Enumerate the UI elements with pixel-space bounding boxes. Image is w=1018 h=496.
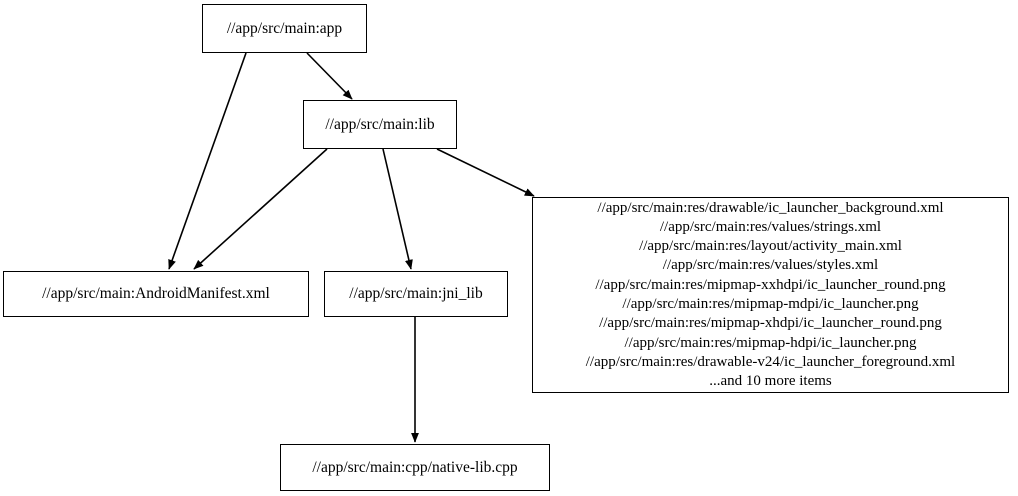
node-jni-lib[interactable]: //app/src/main:jni_lib xyxy=(324,271,508,317)
node-jni-lib-label: //app/src/main:jni_lib xyxy=(349,285,483,303)
node-app[interactable]: //app/src/main:app xyxy=(202,4,367,53)
node-lib[interactable]: //app/src/main:lib xyxy=(303,100,457,149)
edge-lib-to-manifest xyxy=(193,148,328,270)
node-native-lib-cpp[interactable]: //app/src/main:cpp/native-lib.cpp xyxy=(280,444,550,491)
edge-lib-to-resources xyxy=(436,148,535,197)
node-android-manifest-label: //app/src/main:AndroidManifest.xml xyxy=(42,285,270,303)
edge-lib-to-jni-lib xyxy=(382,148,413,270)
node-resources-group-label: //app/src/main:res/drawable/ic_launcher_… xyxy=(585,199,956,390)
edge-app-to-lib xyxy=(306,52,353,100)
node-app-label: //app/src/main:app xyxy=(226,19,343,37)
node-lib-label: //app/src/main:lib xyxy=(325,115,435,133)
node-native-lib-cpp-label: //app/src/main:cpp/native-lib.cpp xyxy=(312,458,518,476)
edge-app-to-manifest xyxy=(168,52,247,270)
node-android-manifest[interactable]: //app/src/main:AndroidManifest.xml xyxy=(3,271,309,317)
node-resources-group[interactable]: //app/src/main:res/drawable/ic_launcher_… xyxy=(532,197,1009,393)
